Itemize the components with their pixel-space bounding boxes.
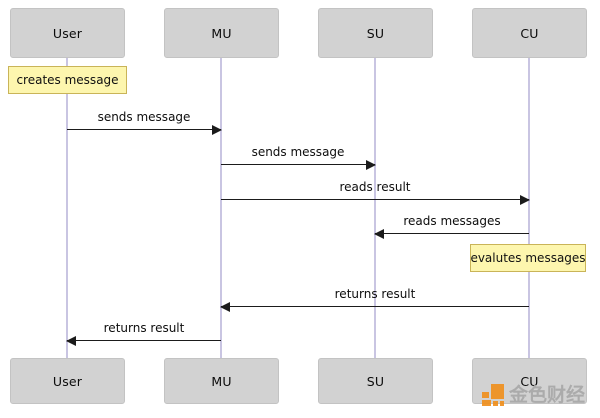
participant-footer-su[interactable]: SU [318, 358, 433, 404]
participant-label: SU [366, 25, 385, 41]
participant-header-user[interactable]: User [10, 8, 125, 58]
message-label: reads result [339, 180, 411, 194]
message-reads-result-mu-cu[interactable]: reads result [221, 180, 530, 205]
message-line [375, 233, 529, 235]
participant-label: MU [211, 373, 232, 389]
message-line [221, 199, 529, 201]
participant-label: CU [520, 25, 539, 41]
note-text: evalutes messages [470, 251, 586, 265]
participant-header-su[interactable]: SU [318, 8, 433, 58]
participant-label: MU [211, 25, 232, 41]
participant-label: User [52, 373, 83, 389]
participant-footer-mu[interactable]: MU [164, 358, 279, 404]
lifeline-cu [528, 56, 530, 360]
arrowhead-right-icon [212, 124, 222, 135]
arrowhead-right-icon [520, 194, 530, 205]
lifeline-su [374, 56, 376, 360]
note-text: creates message [16, 73, 119, 87]
arrowhead-left-icon [374, 228, 384, 239]
participant-label: SU [366, 373, 385, 389]
arrowhead-left-icon [66, 335, 76, 346]
jinse-logo-icon [482, 384, 504, 406]
message-returns-result-cu-mu[interactable]: returns result [220, 287, 529, 312]
lifeline-user [66, 56, 68, 360]
participant-label: User [52, 25, 83, 41]
message-returns-result-mu-user[interactable]: returns result [66, 321, 221, 346]
message-reads-messages-cu-su[interactable]: reads messages [374, 214, 529, 239]
participant-header-mu[interactable]: MU [164, 8, 279, 58]
message-line [67, 340, 221, 342]
message-label: returns result [103, 321, 185, 335]
message-sends-message-mu-su[interactable]: sends message [221, 145, 376, 170]
arrowhead-left-icon [220, 301, 230, 312]
note-creates-message[interactable]: creates message [8, 66, 127, 94]
message-line [221, 164, 375, 166]
participant-label: CU [520, 373, 539, 389]
watermark-text: 金色财经 [509, 383, 586, 406]
arrowhead-right-icon [366, 159, 376, 170]
note-evalutes-messages[interactable]: evalutes messages [470, 244, 586, 272]
message-label: returns result [334, 287, 416, 301]
message-label: reads messages [403, 214, 501, 228]
message-label: sends message [97, 110, 191, 124]
message-sends-message-user-mu[interactable]: sends message [67, 110, 222, 135]
message-label: sends message [251, 145, 345, 159]
message-line [221, 306, 529, 308]
message-line [67, 129, 221, 131]
lifeline-mu [220, 56, 222, 360]
watermark: 金色财经 [482, 384, 585, 406]
participant-footer-user[interactable]: User [10, 358, 125, 404]
participant-header-cu[interactable]: CU [472, 8, 587, 58]
